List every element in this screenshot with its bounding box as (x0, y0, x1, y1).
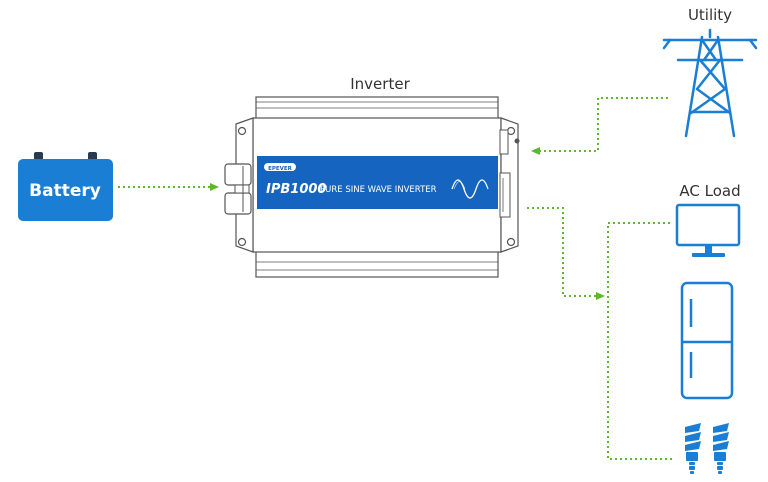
monitor-icon (675, 203, 741, 257)
ac-load-label: AC Load (679, 182, 740, 200)
utility-to-inverter-flow (531, 97, 668, 155)
ac-ports (499, 129, 520, 218)
load-distribution-line (607, 222, 672, 460)
inverter-to-load-flow (527, 207, 605, 300)
inverter-label: Inverter (350, 75, 410, 93)
power-tower-icon (662, 28, 758, 138)
product-description: PURE SINE WAVE INVERTER (320, 185, 437, 195)
model-name: IPB1000 (266, 182, 326, 197)
battery-icon: Battery (18, 152, 113, 221)
refrigerator-icon (680, 281, 734, 400)
cfl-bulb-icon (685, 423, 729, 474)
utility-label: Utility (688, 6, 732, 24)
sine-wave-icon (451, 179, 489, 199)
dc-terminals (224, 163, 252, 215)
inverter-device: EPEVER IPB1000 PURE SINE WAVE INVERTER (224, 96, 520, 278)
brand-logo: EPEVER (268, 166, 293, 172)
battery-label: Battery (29, 181, 101, 201)
